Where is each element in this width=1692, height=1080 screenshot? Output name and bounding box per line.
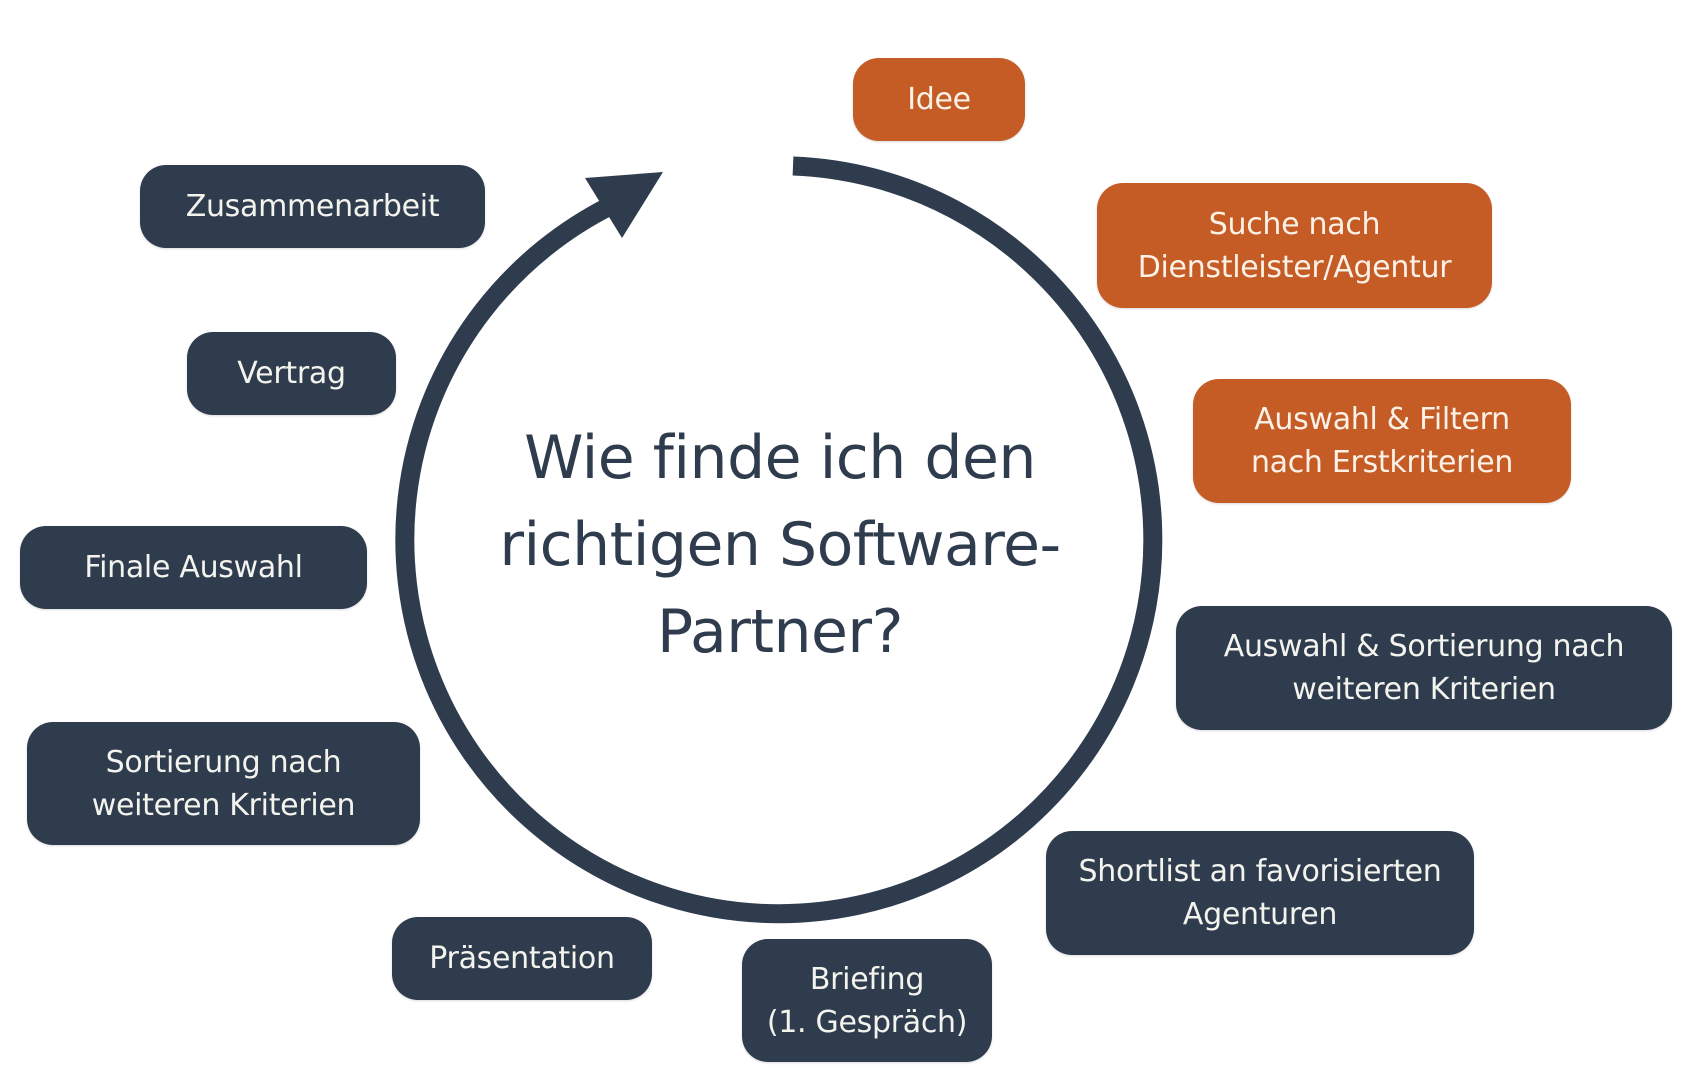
step-label: Präsentation [429, 941, 615, 976]
title-line: Partner? [657, 597, 903, 667]
step-label: Finale Auswahl [84, 550, 303, 585]
cycle-arc [395, 156, 1163, 924]
step-label: Sortierung nach [105, 744, 342, 780]
step-label: Auswahl & Sortierung nach [1223, 629, 1625, 664]
step-shortlist: Shortlist an favorisierten Agenturen [1046, 831, 1474, 955]
step-label: Dienstleister/Agentur [1137, 249, 1452, 285]
step-briefing: Briefing (1. Gespräch) [742, 939, 992, 1062]
title-line: Wie finde ich den [524, 423, 1036, 493]
step-label: Agenturen [1182, 897, 1338, 932]
title-line: richtigen Software- [499, 510, 1061, 580]
step-label: Suche nach [1208, 206, 1381, 242]
step-label: Briefing [809, 961, 925, 997]
step-auswahl-filtern: Auswahl & Filtern nach Erstkriterien [1193, 379, 1571, 503]
step-finale-auswahl: Finale Auswahl [20, 526, 367, 609]
step-vertrag: Vertrag [187, 332, 396, 415]
step-label: weiteren Kriterien [91, 787, 356, 823]
step-suche-dienstleister: Suche nach Dienstleister/Agentur [1097, 183, 1492, 308]
step-label: nach Erstkriterien [1250, 445, 1514, 480]
step-idee: Idee [853, 58, 1025, 141]
step-label: (1. Gespräch) [766, 1004, 968, 1040]
step-label: weiteren Kriterien [1292, 672, 1556, 707]
step-zusammenarbeit: Zusammenarbeit [140, 165, 485, 248]
step-label: Shortlist an favorisierten [1078, 854, 1442, 889]
step-label: Vertrag [237, 356, 346, 391]
arrowhead-icon [585, 172, 663, 238]
center-question-title: Wie finde ich den richtigen Software- Pa… [440, 415, 1120, 676]
step-label: Auswahl & Filtern [1254, 402, 1510, 437]
step-label: Zusammenarbeit [185, 189, 440, 224]
step-auswahl-sortierung: Auswahl & Sortierung nach weiteren Krite… [1176, 606, 1672, 730]
step-label: Idee [907, 82, 971, 117]
step-sortierung: Sortierung nach weiteren Kriterien [27, 722, 420, 845]
step-praesentation: Präsentation [392, 917, 652, 1000]
